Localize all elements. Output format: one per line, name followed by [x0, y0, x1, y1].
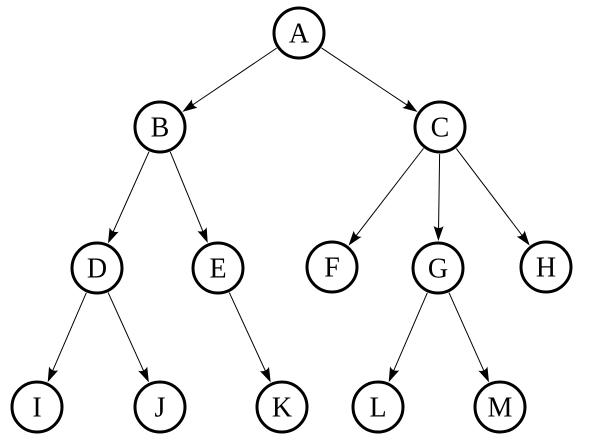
node-circle-J: [133, 380, 187, 434]
node-label-E: E: [209, 254, 226, 285]
node-label-A: A: [289, 19, 310, 50]
edge-line-A-B: [190, 47, 277, 107]
node-I: I: [10, 380, 64, 434]
node-L: L: [351, 380, 405, 434]
node-circle-G: [411, 241, 465, 295]
node-label-M: M: [488, 393, 513, 424]
edge-C-F: [348, 148, 424, 246]
node-label-F: F: [324, 253, 340, 284]
node-K: K: [255, 380, 309, 434]
edge-line-E-K: [228, 292, 267, 374]
edge-A-B: [182, 47, 277, 112]
node-label-L: L: [369, 393, 386, 424]
edge-B-D: [108, 151, 150, 244]
arrowhead-icon: [402, 99, 418, 113]
edge-line-D-I: [51, 292, 87, 374]
edge-line-C-G: [438, 153, 441, 232]
edge-D-J: [107, 292, 149, 383]
node-circle-F: [305, 240, 359, 294]
edge-line-A-C: [321, 47, 410, 107]
node-label-D: D: [87, 254, 107, 285]
arrowhead-icon: [197, 227, 208, 244]
edge-C-G: [433, 153, 444, 242]
edge-D-I: [47, 292, 87, 383]
node-E: E: [191, 241, 245, 295]
arrowhead-icon: [433, 225, 444, 242]
arrowhead-icon: [47, 366, 59, 383]
node-circle-H: [519, 240, 573, 294]
node-circle-M: [473, 380, 527, 434]
edge-line-G-L: [392, 292, 428, 374]
node-M: M: [473, 380, 527, 434]
edge-B-E: [169, 151, 208, 244]
node-label-K: K: [272, 393, 292, 424]
node-J: J: [133, 380, 187, 434]
edge-line-D-J: [107, 292, 146, 374]
edge-C-H: [455, 148, 530, 246]
edge-G-M: [448, 292, 490, 383]
arrowhead-icon: [108, 227, 119, 244]
node-circle-D: [70, 241, 124, 295]
edge-G-L: [388, 292, 428, 383]
node-label-J: J: [155, 393, 166, 424]
edge-line-C-H: [455, 148, 525, 238]
edge-E-K: [228, 292, 271, 383]
node-D: D: [70, 241, 124, 295]
node-A: A: [272, 6, 326, 60]
node-H: H: [519, 240, 573, 294]
arrowhead-icon: [259, 366, 271, 383]
arrowhead-icon: [182, 99, 198, 112]
edge-line-C-F: [354, 148, 424, 239]
node-circle-C: [413, 100, 467, 154]
arrowhead-icon: [348, 230, 362, 246]
node-label-C: C: [431, 113, 450, 144]
arrowhead-icon: [138, 366, 149, 383]
node-label-I: I: [32, 393, 41, 424]
node-G: G: [411, 241, 465, 295]
node-circle-K: [255, 380, 309, 434]
edge-line-B-E: [169, 151, 205, 234]
node-circle-I: [10, 380, 64, 434]
edge-A-C: [321, 47, 418, 113]
node-circle-B: [133, 100, 187, 154]
node-B: B: [133, 100, 187, 154]
node-label-H: H: [536, 253, 556, 284]
node-circle-E: [191, 241, 245, 295]
node-F: F: [305, 240, 359, 294]
node-label-G: G: [428, 254, 448, 285]
node-circle-A: [272, 6, 326, 60]
edge-line-B-D: [111, 151, 150, 235]
edge-line-G-M: [448, 292, 486, 374]
node-circle-L: [351, 380, 405, 434]
node-C: C: [413, 100, 467, 154]
arrowhead-icon: [388, 366, 400, 383]
arrowhead-icon: [516, 230, 530, 246]
node-label-B: B: [151, 113, 170, 144]
arrowhead-icon: [478, 366, 490, 383]
